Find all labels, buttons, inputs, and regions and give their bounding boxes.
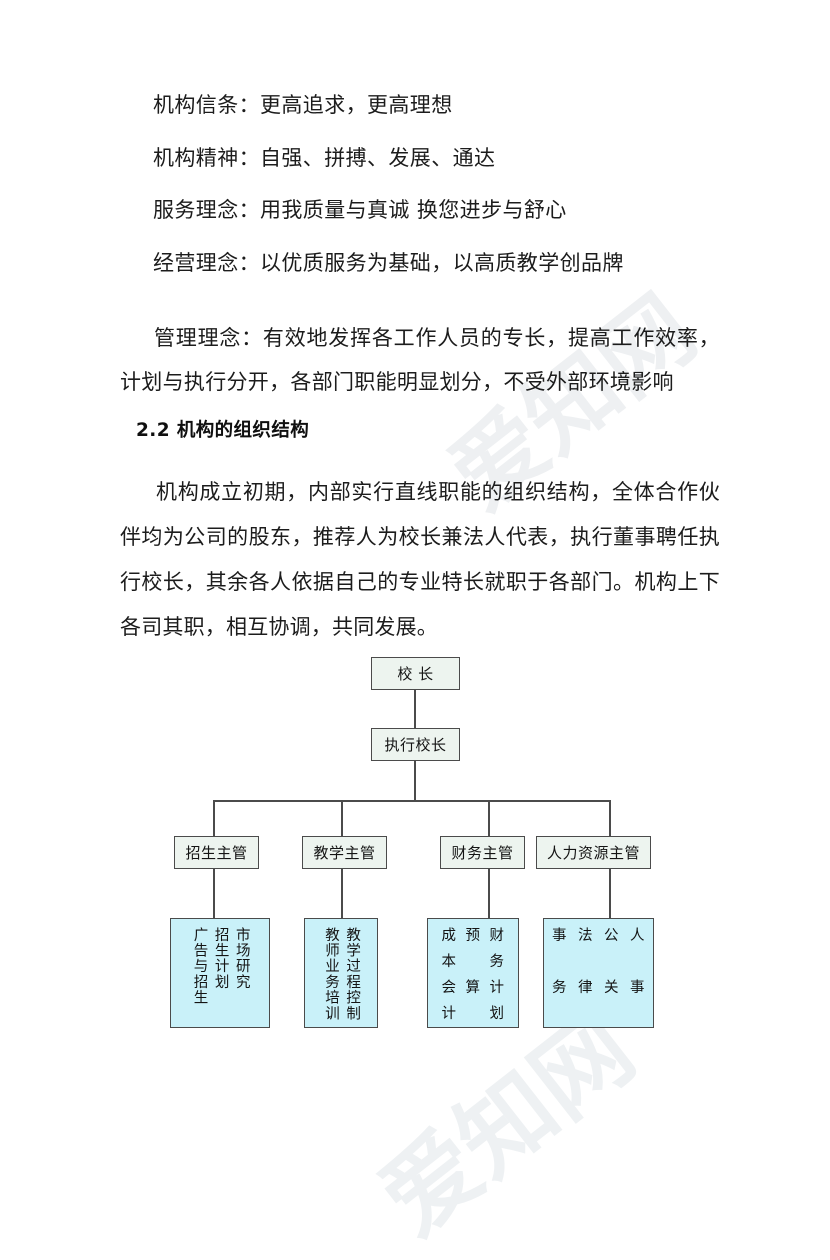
connector-principal-to-executive bbox=[414, 690, 416, 728]
finance-cell-1-1: 财 bbox=[489, 928, 505, 944]
creed-line-service: 服务理念：用我质量与真诚 换您进步与舒心 bbox=[153, 198, 567, 222]
dept-column-enrollment-plan: 招生计划 bbox=[212, 927, 229, 990]
creed-block: 机构信条：更高追求，更高理想 机构精神：自强、拼搏、发展、通达 服务理念：用我质… bbox=[120, 95, 720, 305]
dept-column-market-research: 市场研究 bbox=[233, 927, 250, 990]
management-philosophy-paragraph: 管理理念：有效地发挥各工作人员的专长，提高工作效率，计划与执行分开，各部门职能明… bbox=[120, 326, 720, 394]
dept-column-teacher-training: 教师业务培训 bbox=[323, 927, 339, 1022]
org-node-dept-admissions: 市场研究 招生计划 广告与招生 bbox=[170, 918, 270, 1028]
dept-column-teaching-process-control: 教学过程控制 bbox=[344, 927, 361, 1022]
hr-column-2: 公 · 关 bbox=[599, 923, 625, 1027]
dept-column-ads-enrollment: 广告与招生 bbox=[191, 927, 208, 1006]
hr-column-4: 事 · 务 bbox=[547, 923, 573, 1027]
finance-cell-3-1: 成 bbox=[441, 928, 457, 944]
org-node-manager-hr: 人力资源主管 bbox=[536, 836, 651, 869]
organization-chart: 校 长 执行校长 招生主管 教学主管 财务主管 人力资源主管 市场研究 招生计划 bbox=[0, 640, 830, 1060]
finance-cell-3-2: 本 bbox=[441, 954, 457, 970]
org-node-dept-finance: 财 务 计 划 预 · 算 · 成 本 会 计 bbox=[427, 918, 519, 1028]
creed-line-business: 经营理念：以优质服务为基础，以高质教学创品牌 bbox=[153, 250, 624, 275]
hr-cell-2-3: 关 bbox=[604, 980, 619, 996]
finance-column-3: 成 本 会 计 bbox=[437, 923, 461, 1027]
connector-manager-2-to-dept bbox=[341, 869, 343, 919]
finance-cell-2-1: 预 bbox=[465, 928, 481, 944]
finance-column-1: 财 务 计 划 bbox=[485, 923, 509, 1027]
connector-horizontal-bus bbox=[213, 800, 611, 802]
finance-cell-3-3: 会 bbox=[441, 980, 457, 996]
finance-grid: 财 务 计 划 预 · 算 · 成 本 会 计 bbox=[428, 919, 518, 1027]
organization-intro-paragraph: 机构成立初期，内部实行直线职能的组织结构，全体合作伙伴均为公司的股东，推荐人为校… bbox=[120, 480, 720, 639]
org-node-manager-finance: 财务主管 bbox=[440, 836, 525, 869]
connector-bus-to-manager-1 bbox=[213, 800, 215, 836]
org-node-principal: 校 长 bbox=[371, 657, 460, 690]
hr-grid: 人 · 事 公 · 关 法 · 律 事 · 务 bbox=[544, 919, 653, 1027]
hr-column-3: 法 · 律 bbox=[573, 923, 599, 1027]
org-node-dept-teaching: 教学过程控制 教师业务培训 bbox=[304, 918, 378, 1028]
connector-manager-1-to-dept bbox=[213, 869, 215, 919]
org-node-executive-principal: 执行校长 bbox=[371, 728, 460, 761]
connector-bus-to-manager-2 bbox=[341, 800, 343, 836]
connector-manager-3-to-dept bbox=[488, 869, 490, 919]
connector-executive-to-bus bbox=[414, 761, 416, 801]
org-node-dept-hr: 人 · 事 公 · 关 法 · 律 事 · 务 bbox=[543, 918, 654, 1028]
hr-cell-1-3: 事 bbox=[630, 980, 645, 996]
vertical-text-columns: 教学过程控制 教师业务培训 bbox=[305, 925, 377, 1027]
creed-line-spirit: 机构精神：自强、拼搏、发展、通达 bbox=[153, 145, 496, 170]
hr-cell-4-1: 事 bbox=[552, 928, 567, 944]
org-node-manager-admissions: 招生主管 bbox=[174, 836, 259, 869]
connector-bus-to-manager-4 bbox=[609, 800, 611, 836]
section-heading-2-2: 2.2 机构的组织结构 bbox=[136, 420, 310, 441]
finance-cell-1-4: 划 bbox=[489, 1006, 505, 1022]
connector-bus-to-manager-3 bbox=[488, 800, 490, 836]
hr-cell-4-3: 务 bbox=[552, 980, 567, 996]
hr-column-1: 人 · 事 bbox=[625, 923, 651, 1027]
hr-cell-3-3: 律 bbox=[578, 980, 593, 996]
org-node-manager-teaching: 教学主管 bbox=[302, 836, 387, 869]
creed-line-motto: 机构信条：更高追求，更高理想 bbox=[153, 93, 453, 117]
finance-cell-3-4: 计 bbox=[441, 1006, 457, 1022]
hr-cell-3-1: 法 bbox=[578, 928, 593, 944]
finance-cell-2-3: 算 bbox=[465, 980, 481, 996]
finance-cell-1-3: 计 bbox=[489, 980, 505, 996]
finance-column-2: 预 · 算 · bbox=[461, 923, 485, 1027]
vertical-text-columns: 市场研究 招生计划 广告与招生 bbox=[171, 925, 269, 1027]
hr-cell-2-1: 公 bbox=[604, 928, 619, 944]
hr-cell-1-1: 人 bbox=[630, 928, 645, 944]
finance-cell-1-2: 务 bbox=[489, 954, 505, 970]
connector-manager-4-to-dept bbox=[609, 869, 611, 919]
